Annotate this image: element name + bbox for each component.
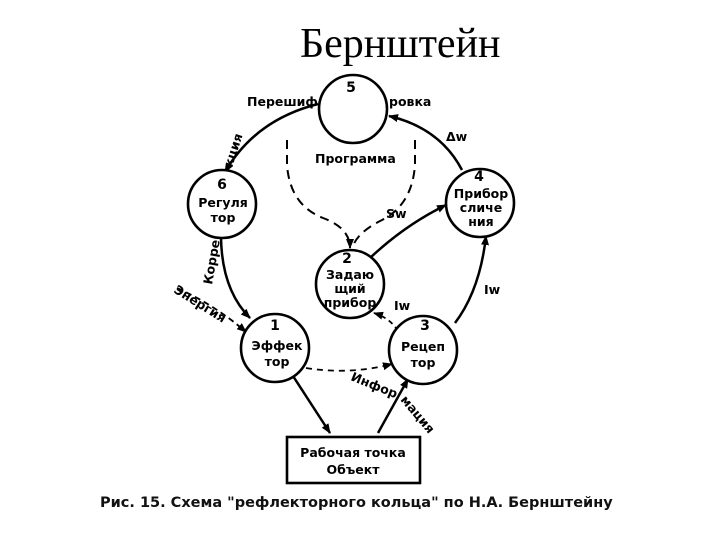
edge-energy-dashed — [176, 287, 247, 333]
label-energy: Энергия — [171, 282, 229, 326]
node-3-receptor: 3 Рецеп тор — [387, 314, 459, 386]
label-information-b: мация — [398, 392, 438, 436]
object-box-line2: Объект — [327, 462, 381, 477]
edge-receptor-to-setting-iw — [373, 311, 399, 332]
svg-text:тор: тор — [211, 210, 236, 225]
slide-title: Бернштейн — [300, 21, 501, 67]
svg-text:5: 5 — [346, 80, 356, 96]
label-iw-outer: Iw — [484, 282, 501, 297]
svg-text:сличе: сличе — [460, 200, 502, 215]
label-program: Программа — [315, 151, 396, 166]
node-6-regulator: 6 Регуля тор — [186, 168, 258, 240]
label-correction-b: Корре — [200, 238, 223, 285]
svg-text:прибор: прибор — [324, 295, 377, 310]
object-box: Рабочая точка Объект — [285, 435, 422, 485]
figure-caption: Рис. 15. Схема "рефлекторного кольца" по… — [100, 495, 613, 511]
node-1-effector: 1 Эффек тор — [239, 312, 311, 384]
svg-text:Эффек: Эффек — [252, 338, 303, 353]
svg-text:2: 2 — [342, 251, 352, 267]
edge-recoding-to-regulator — [223, 102, 319, 173]
svg-text:3: 3 — [420, 318, 430, 334]
svg-text:Регуля: Регуля — [198, 195, 248, 210]
svg-text:Рецеп: Рецеп — [401, 339, 445, 354]
svg-text:щий: щий — [334, 281, 365, 296]
edge-setting-to-comparator — [369, 203, 447, 259]
svg-text:ния: ния — [468, 214, 493, 229]
edge-effector-to-receptor-info — [305, 362, 393, 372]
node-4-comparator: 4 Прибор сличе ния — [444, 167, 516, 239]
program-bracket-right — [352, 140, 416, 247]
svg-text:1: 1 — [270, 318, 280, 334]
svg-text:Задаю: Задаю — [326, 267, 374, 282]
edge-object-to-receptor — [376, 378, 410, 434]
label-recoding-right: ровка — [389, 94, 431, 109]
svg-text:Прибор: Прибор — [454, 186, 508, 201]
label-sw: Sw — [386, 206, 407, 221]
label-iw-inner: Iw — [394, 298, 411, 313]
node-2-setting-device: 2 Задаю щий прибор — [314, 248, 386, 320]
svg-text:тор: тор — [265, 354, 290, 369]
label-delta-w: Δw — [446, 129, 468, 144]
svg-text:4: 4 — [474, 169, 484, 185]
svg-text:6: 6 — [217, 177, 227, 193]
edge-comparator-to-recoding — [388, 114, 464, 171]
edge-program-to-setting — [286, 140, 354, 249]
edge-effector-to-object — [291, 375, 332, 434]
label-information-a: Инфор — [349, 369, 400, 401]
edge-receptor-to-comparator — [454, 235, 489, 324]
edge-regulator-to-effector — [219, 237, 251, 319]
label-recoding-left: Перешиф — [247, 94, 318, 109]
svg-text:тор: тор — [411, 355, 436, 370]
node-5-recoding: 5 — [317, 73, 389, 145]
object-box-line1: Рабочая точка — [300, 445, 406, 460]
